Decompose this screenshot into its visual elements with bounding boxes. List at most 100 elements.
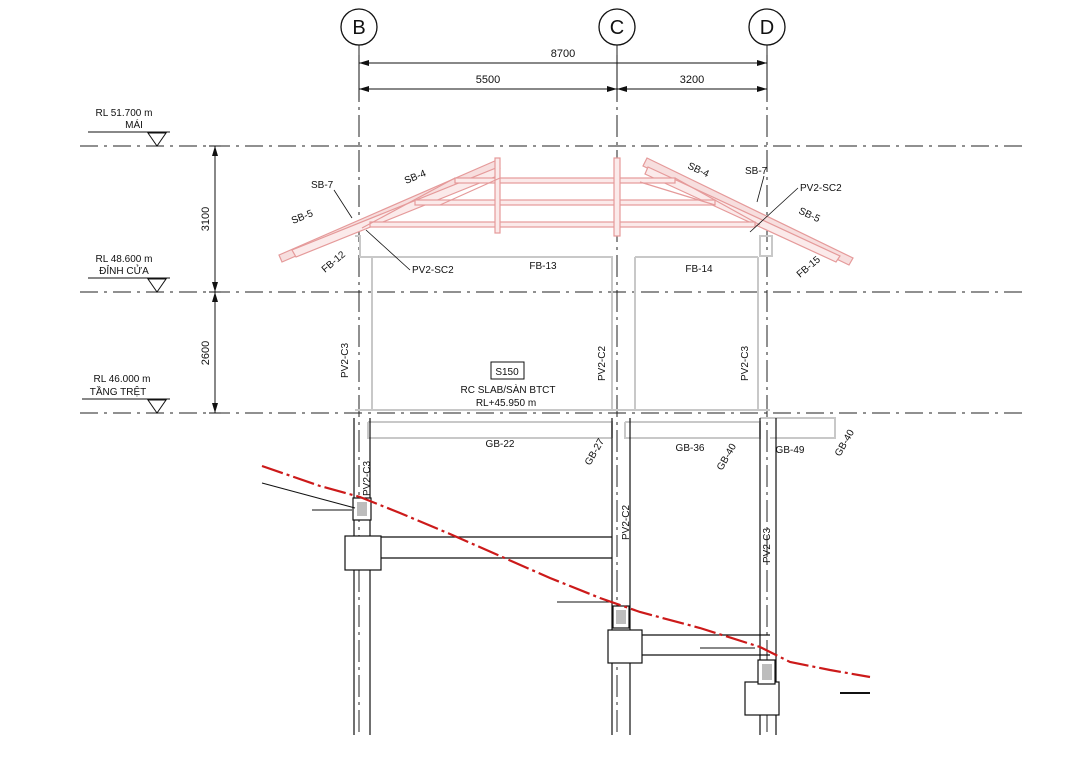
vdim-arrows bbox=[212, 146, 218, 413]
gb49 bbox=[760, 417, 836, 439]
purlin bbox=[369, 221, 756, 228]
label-pv2-sc2-right: PV2-SC2 bbox=[800, 183, 842, 194]
label-gb40-b: GB-40 bbox=[833, 428, 857, 459]
level-lines bbox=[80, 145, 1025, 414]
label-fb13: FB-13 bbox=[529, 261, 557, 272]
roof-post bbox=[494, 157, 501, 234]
ground-rl: RL 46.000 m bbox=[94, 374, 151, 385]
dim-arrows bbox=[359, 60, 767, 92]
dim-overall: 8700 bbox=[551, 48, 575, 60]
label-pv2-c2-c-low: PV2-C2 bbox=[621, 505, 632, 540]
grid-label-d: D bbox=[760, 17, 774, 39]
arrow bbox=[757, 60, 767, 66]
grid-bubbles: B C D bbox=[340, 8, 786, 46]
arrow bbox=[212, 146, 218, 156]
label-fb15: FB-15 bbox=[795, 254, 823, 280]
leader bbox=[333, 189, 353, 219]
label-gb40-a: GB-40 bbox=[715, 442, 739, 473]
roof-rl: RL 51.700 m bbox=[96, 108, 153, 119]
grid-label-c: C bbox=[610, 17, 624, 39]
label-sb7-left: SB-7 bbox=[311, 180, 334, 191]
level-triangle-icon bbox=[147, 399, 167, 414]
label-sb4-right: SB-4 bbox=[686, 161, 711, 181]
dim-cd: 3200 bbox=[680, 74, 704, 86]
purlin bbox=[454, 177, 676, 184]
label-sb5-right: SB-5 bbox=[797, 206, 822, 226]
door-name: ĐỈNH CỬA bbox=[99, 264, 149, 277]
gb22-top bbox=[368, 421, 613, 438]
brace bbox=[674, 177, 761, 226]
label-pv2-c3-b: PV2-C3 bbox=[340, 343, 351, 378]
horizontal-dimensions bbox=[358, 55, 768, 100]
arrow bbox=[359, 86, 369, 92]
level-triangle-icon bbox=[147, 132, 167, 147]
roof-name: MÁI bbox=[125, 118, 143, 131]
ground-line-left bbox=[261, 482, 356, 509]
label-gb22: GB-22 bbox=[486, 439, 515, 450]
arrow bbox=[617, 86, 627, 92]
footing-c bbox=[607, 629, 643, 664]
door-rl: RL 48.600 m bbox=[96, 254, 153, 265]
slab-line1: RC SLAB/SÀN BTCT bbox=[460, 383, 555, 396]
brace bbox=[639, 181, 716, 206]
gb22-bottom bbox=[367, 422, 612, 439]
fb15-block bbox=[759, 235, 773, 257]
label-gb27: GB-27 bbox=[583, 437, 607, 468]
roof-structure bbox=[278, 157, 854, 266]
foundation-columns bbox=[344, 418, 780, 735]
label-pv2-c3-d-low: PV2-C3 bbox=[762, 528, 773, 563]
leader bbox=[365, 229, 411, 271]
dim-h-lower: 2600 bbox=[200, 341, 212, 365]
arrow bbox=[212, 403, 218, 413]
arrow bbox=[212, 282, 218, 292]
label-sb4-left: SB-4 bbox=[403, 168, 428, 187]
arrow bbox=[212, 292, 218, 302]
purlin bbox=[414, 199, 716, 206]
level-marker-roof: RL 51.700 m MÁI bbox=[88, 108, 170, 147]
label-fb12: FB-12 bbox=[320, 249, 348, 275]
vertical-dimensions bbox=[209, 145, 221, 414]
roof-post bbox=[613, 157, 621, 237]
grid-bubble-d bbox=[748, 8, 786, 46]
dim-bc: 5500 bbox=[476, 74, 500, 86]
grid-label-b: B bbox=[352, 17, 365, 39]
fb13-beam bbox=[355, 235, 613, 410]
ground-name: TẦNG TRỆT bbox=[90, 385, 146, 398]
pile-fill-b bbox=[357, 502, 367, 516]
arrow bbox=[607, 86, 617, 92]
label-fb14: FB-14 bbox=[685, 264, 713, 275]
label-pv2-c2-c: PV2-C2 bbox=[597, 346, 608, 381]
arrow bbox=[757, 86, 767, 92]
pile-fill-c bbox=[616, 610, 626, 624]
label-gb36: GB-36 bbox=[676, 443, 705, 454]
right-rafter-inner bbox=[644, 166, 841, 263]
gb36 bbox=[624, 421, 761, 439]
leader bbox=[756, 175, 765, 203]
brace bbox=[439, 177, 501, 206]
grid-lines bbox=[358, 45, 768, 735]
footing-d bbox=[744, 681, 780, 716]
grid-bubble-c bbox=[598, 8, 636, 46]
pile-fill bbox=[357, 502, 772, 680]
level-triangle-icon bbox=[147, 278, 167, 293]
slab-line2: RL+45.950 m bbox=[476, 398, 536, 409]
terrain-line bbox=[261, 464, 871, 679]
level-marker-ground: RL 46.000 m TẦNG TRỆT bbox=[82, 374, 170, 414]
dim-h-upper: 3100 bbox=[200, 207, 212, 231]
label-gb49: GB-49 bbox=[776, 445, 805, 456]
leader-lines bbox=[261, 482, 870, 694]
level-marker-door: RL 48.600 m ĐỈNH CỬA bbox=[88, 254, 170, 293]
slab-annotation: S150 RC SLAB/SÀN BTCT RL+45.950 m bbox=[460, 361, 556, 409]
label-pv2-c3-d: PV2-C3 bbox=[740, 346, 751, 381]
arrow bbox=[359, 60, 369, 66]
label-sb7-right: SB-7 bbox=[745, 166, 768, 177]
label-sb5-left: SB-5 bbox=[290, 208, 315, 227]
footing-b bbox=[344, 535, 382, 571]
brace bbox=[361, 177, 456, 229]
label-pv2-sc2-left: PV2-SC2 bbox=[412, 265, 454, 276]
pile-fill-d bbox=[762, 664, 772, 680]
label-pv2-c3-b-low: PV2-C3 bbox=[362, 461, 373, 496]
leader bbox=[749, 187, 799, 233]
slab-tag: S150 bbox=[495, 367, 519, 378]
